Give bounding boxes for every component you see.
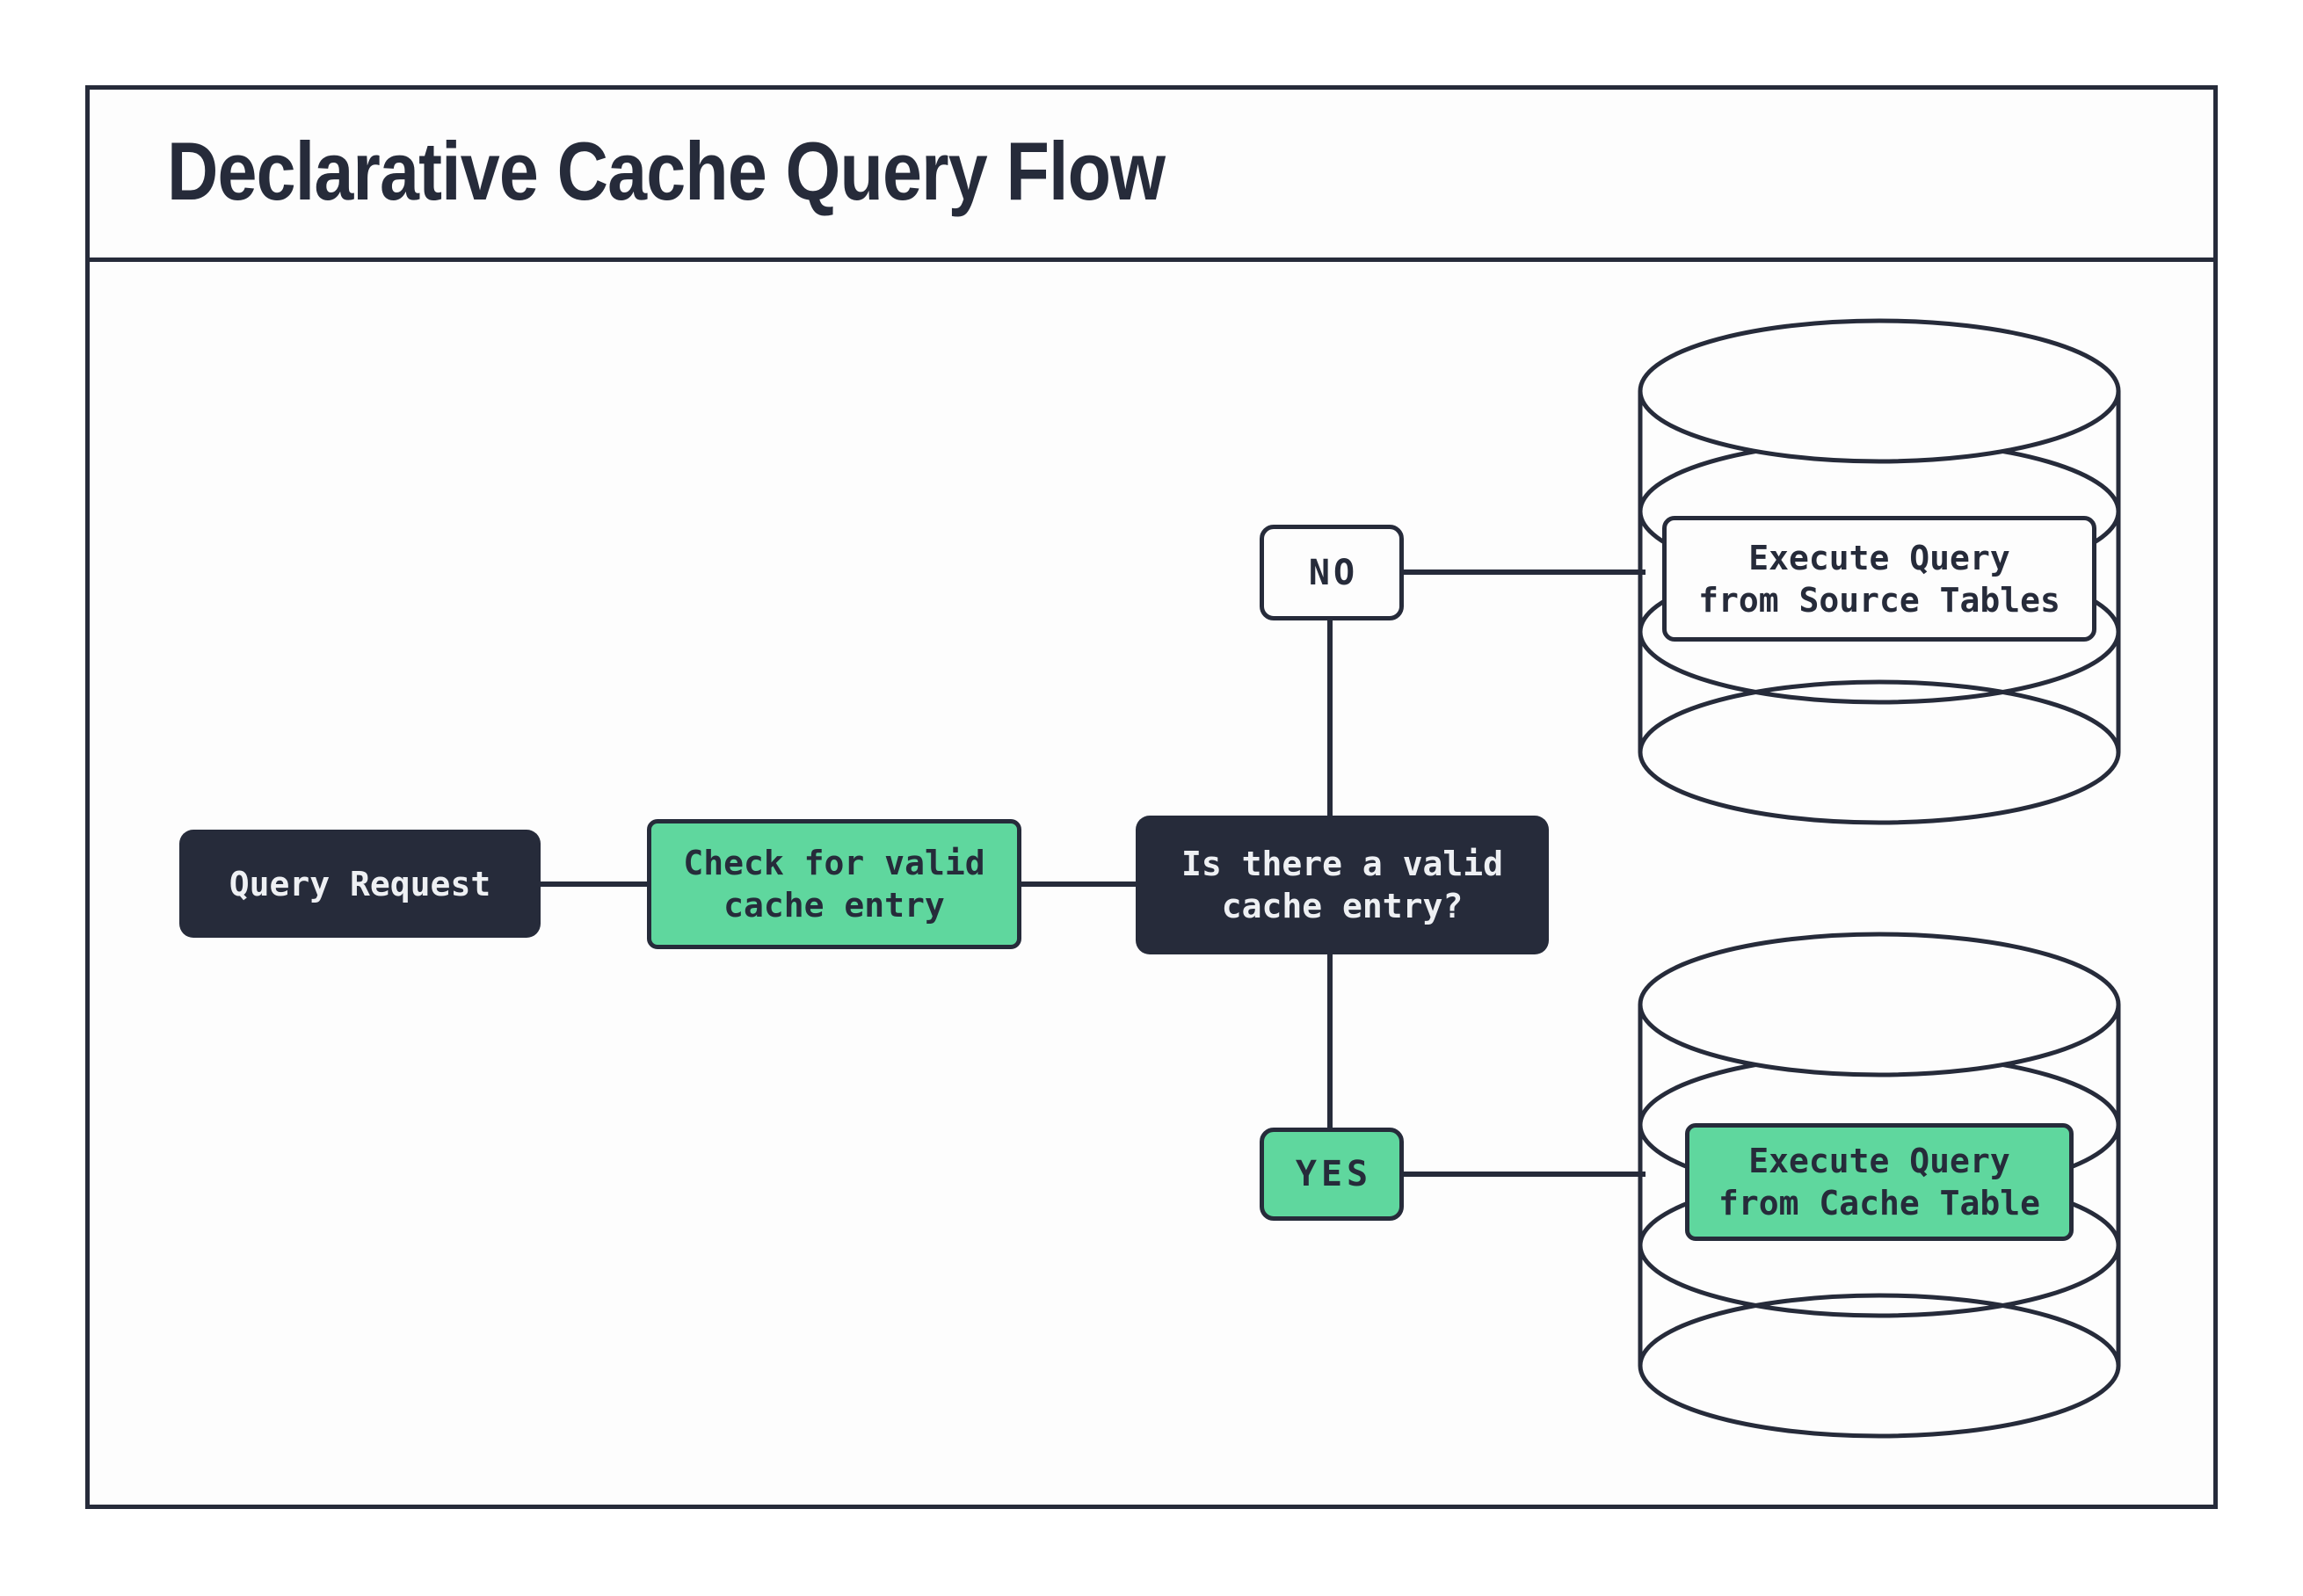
diagram-title: Declarative Cache Query Flow <box>167 125 1166 217</box>
node-decision-valid-cache: Is there a valid cache entry? <box>1136 816 1549 954</box>
branch-label-yes: YES <box>1260 1128 1404 1221</box>
title-bar: Declarative Cache Query Flow <box>85 85 2218 262</box>
node-execute-query-source-tables: Execute Query from Source Tables <box>1662 516 2096 642</box>
source-db-cylinder-icon <box>1638 318 2121 825</box>
branch-label-no: NO <box>1260 525 1404 620</box>
node-query-request: Query Request <box>179 830 541 938</box>
cache-db-cylinder-icon <box>1638 932 2121 1439</box>
node-check-cache: Check for valid cache entry <box>647 819 1021 949</box>
node-execute-query-cache-table: Execute Query from Cache Table <box>1685 1123 2074 1241</box>
